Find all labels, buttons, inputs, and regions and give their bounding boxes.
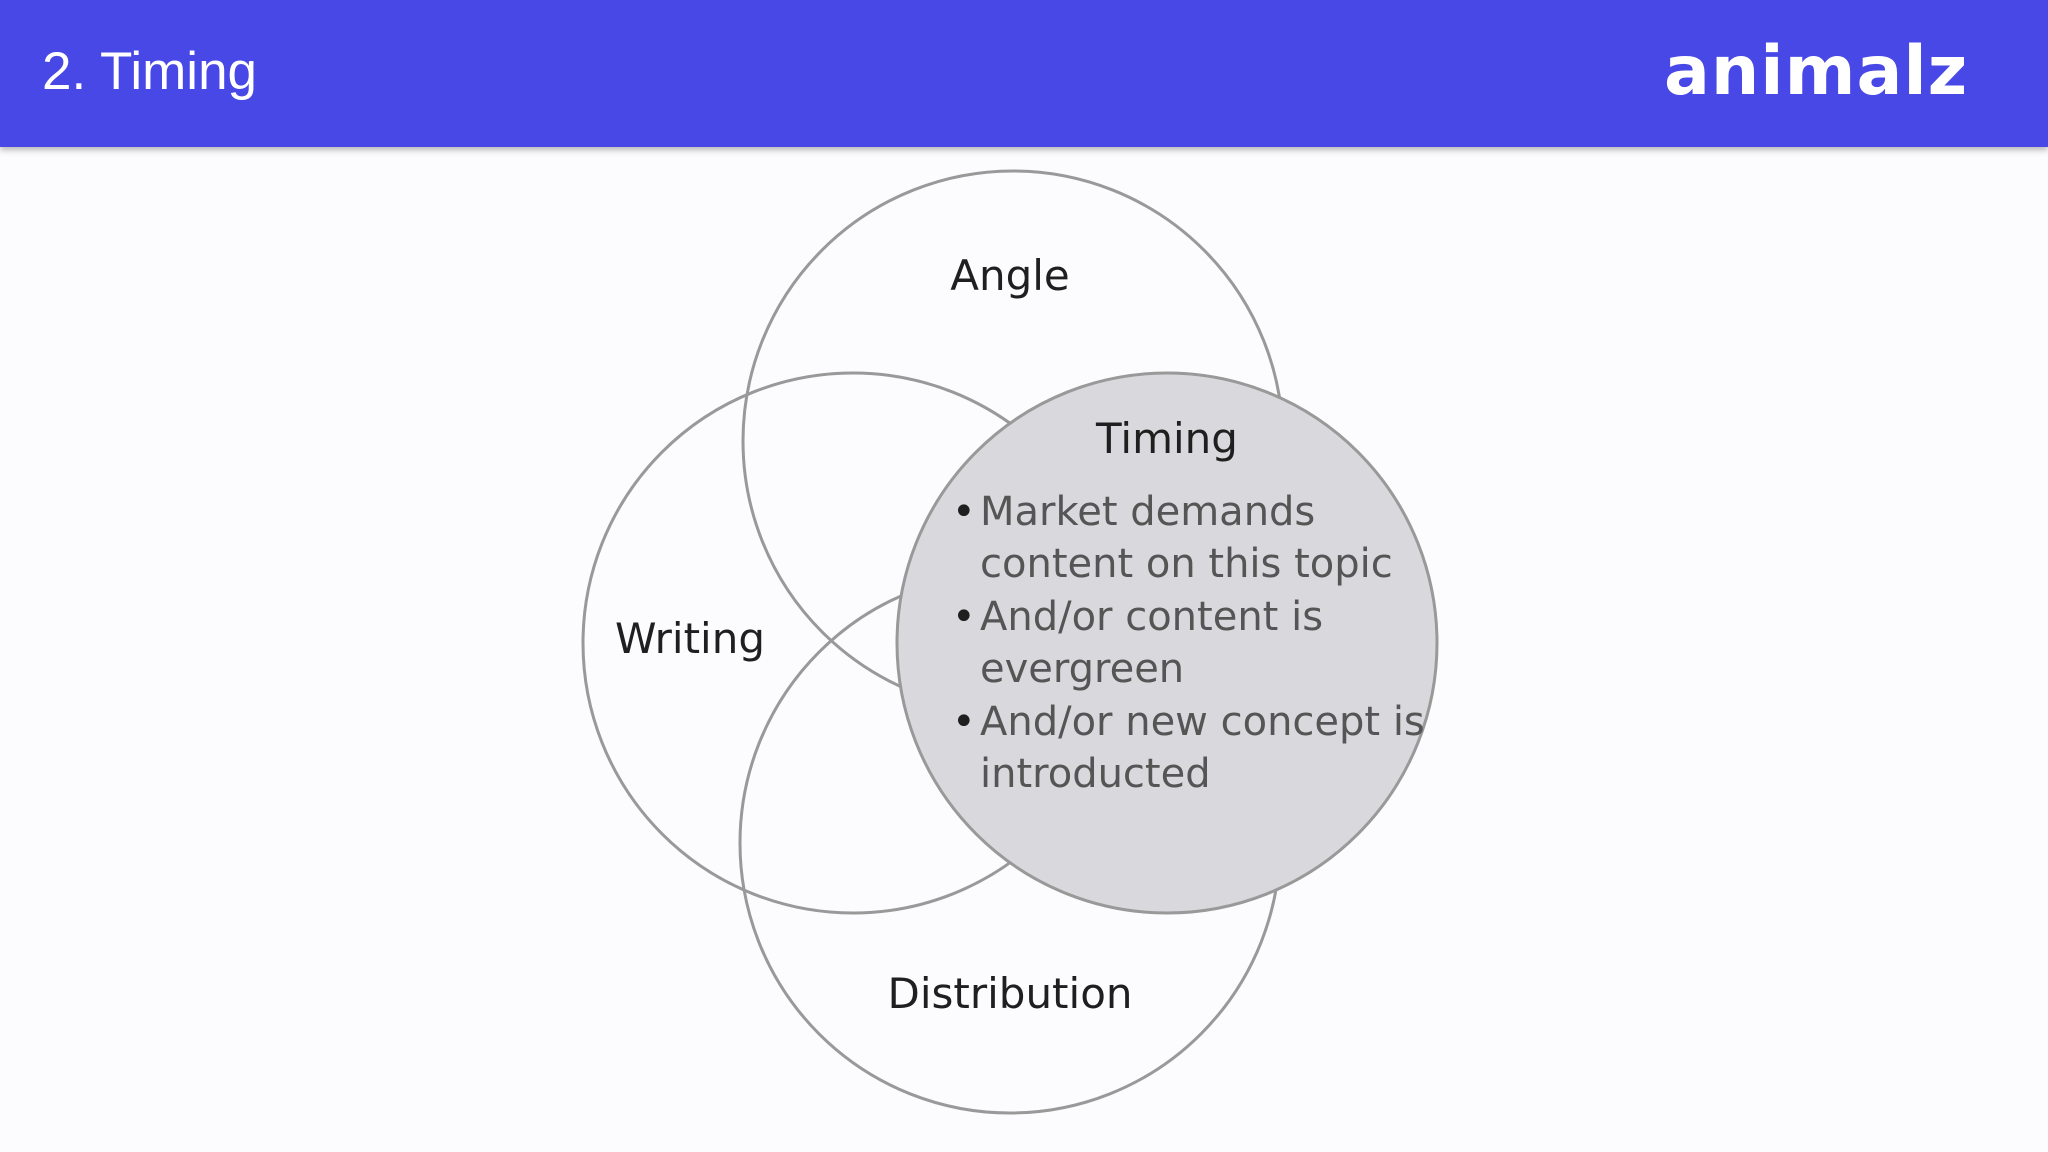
slide-title: 2. Timing	[42, 42, 258, 101]
bullet-text: content on this topic	[980, 541, 1393, 587]
header-bar: 2. Timing animalz	[0, 0, 2048, 147]
bullet-text: Market demands	[980, 489, 1315, 535]
animalz-logo: animalz	[1664, 32, 1969, 111]
timing-bullet-list: • Market demands content on this topic •…	[952, 489, 1425, 797]
bullet-text: And/or content is	[980, 594, 1323, 640]
bullet-text: And/or new concept is	[980, 699, 1425, 745]
label-writing: Writing	[615, 614, 765, 663]
label-timing: Timing	[1095, 414, 1238, 463]
bullet-dot: •	[952, 699, 976, 745]
bullet-dot: •	[952, 489, 976, 535]
bullet-text: introducted	[980, 751, 1211, 797]
label-angle: Angle	[950, 251, 1070, 300]
bullet-dot: •	[952, 594, 976, 640]
circle-timing	[895, 371, 1439, 915]
bullet-text: evergreen	[980, 646, 1184, 692]
label-distribution: Distribution	[887, 969, 1132, 1018]
